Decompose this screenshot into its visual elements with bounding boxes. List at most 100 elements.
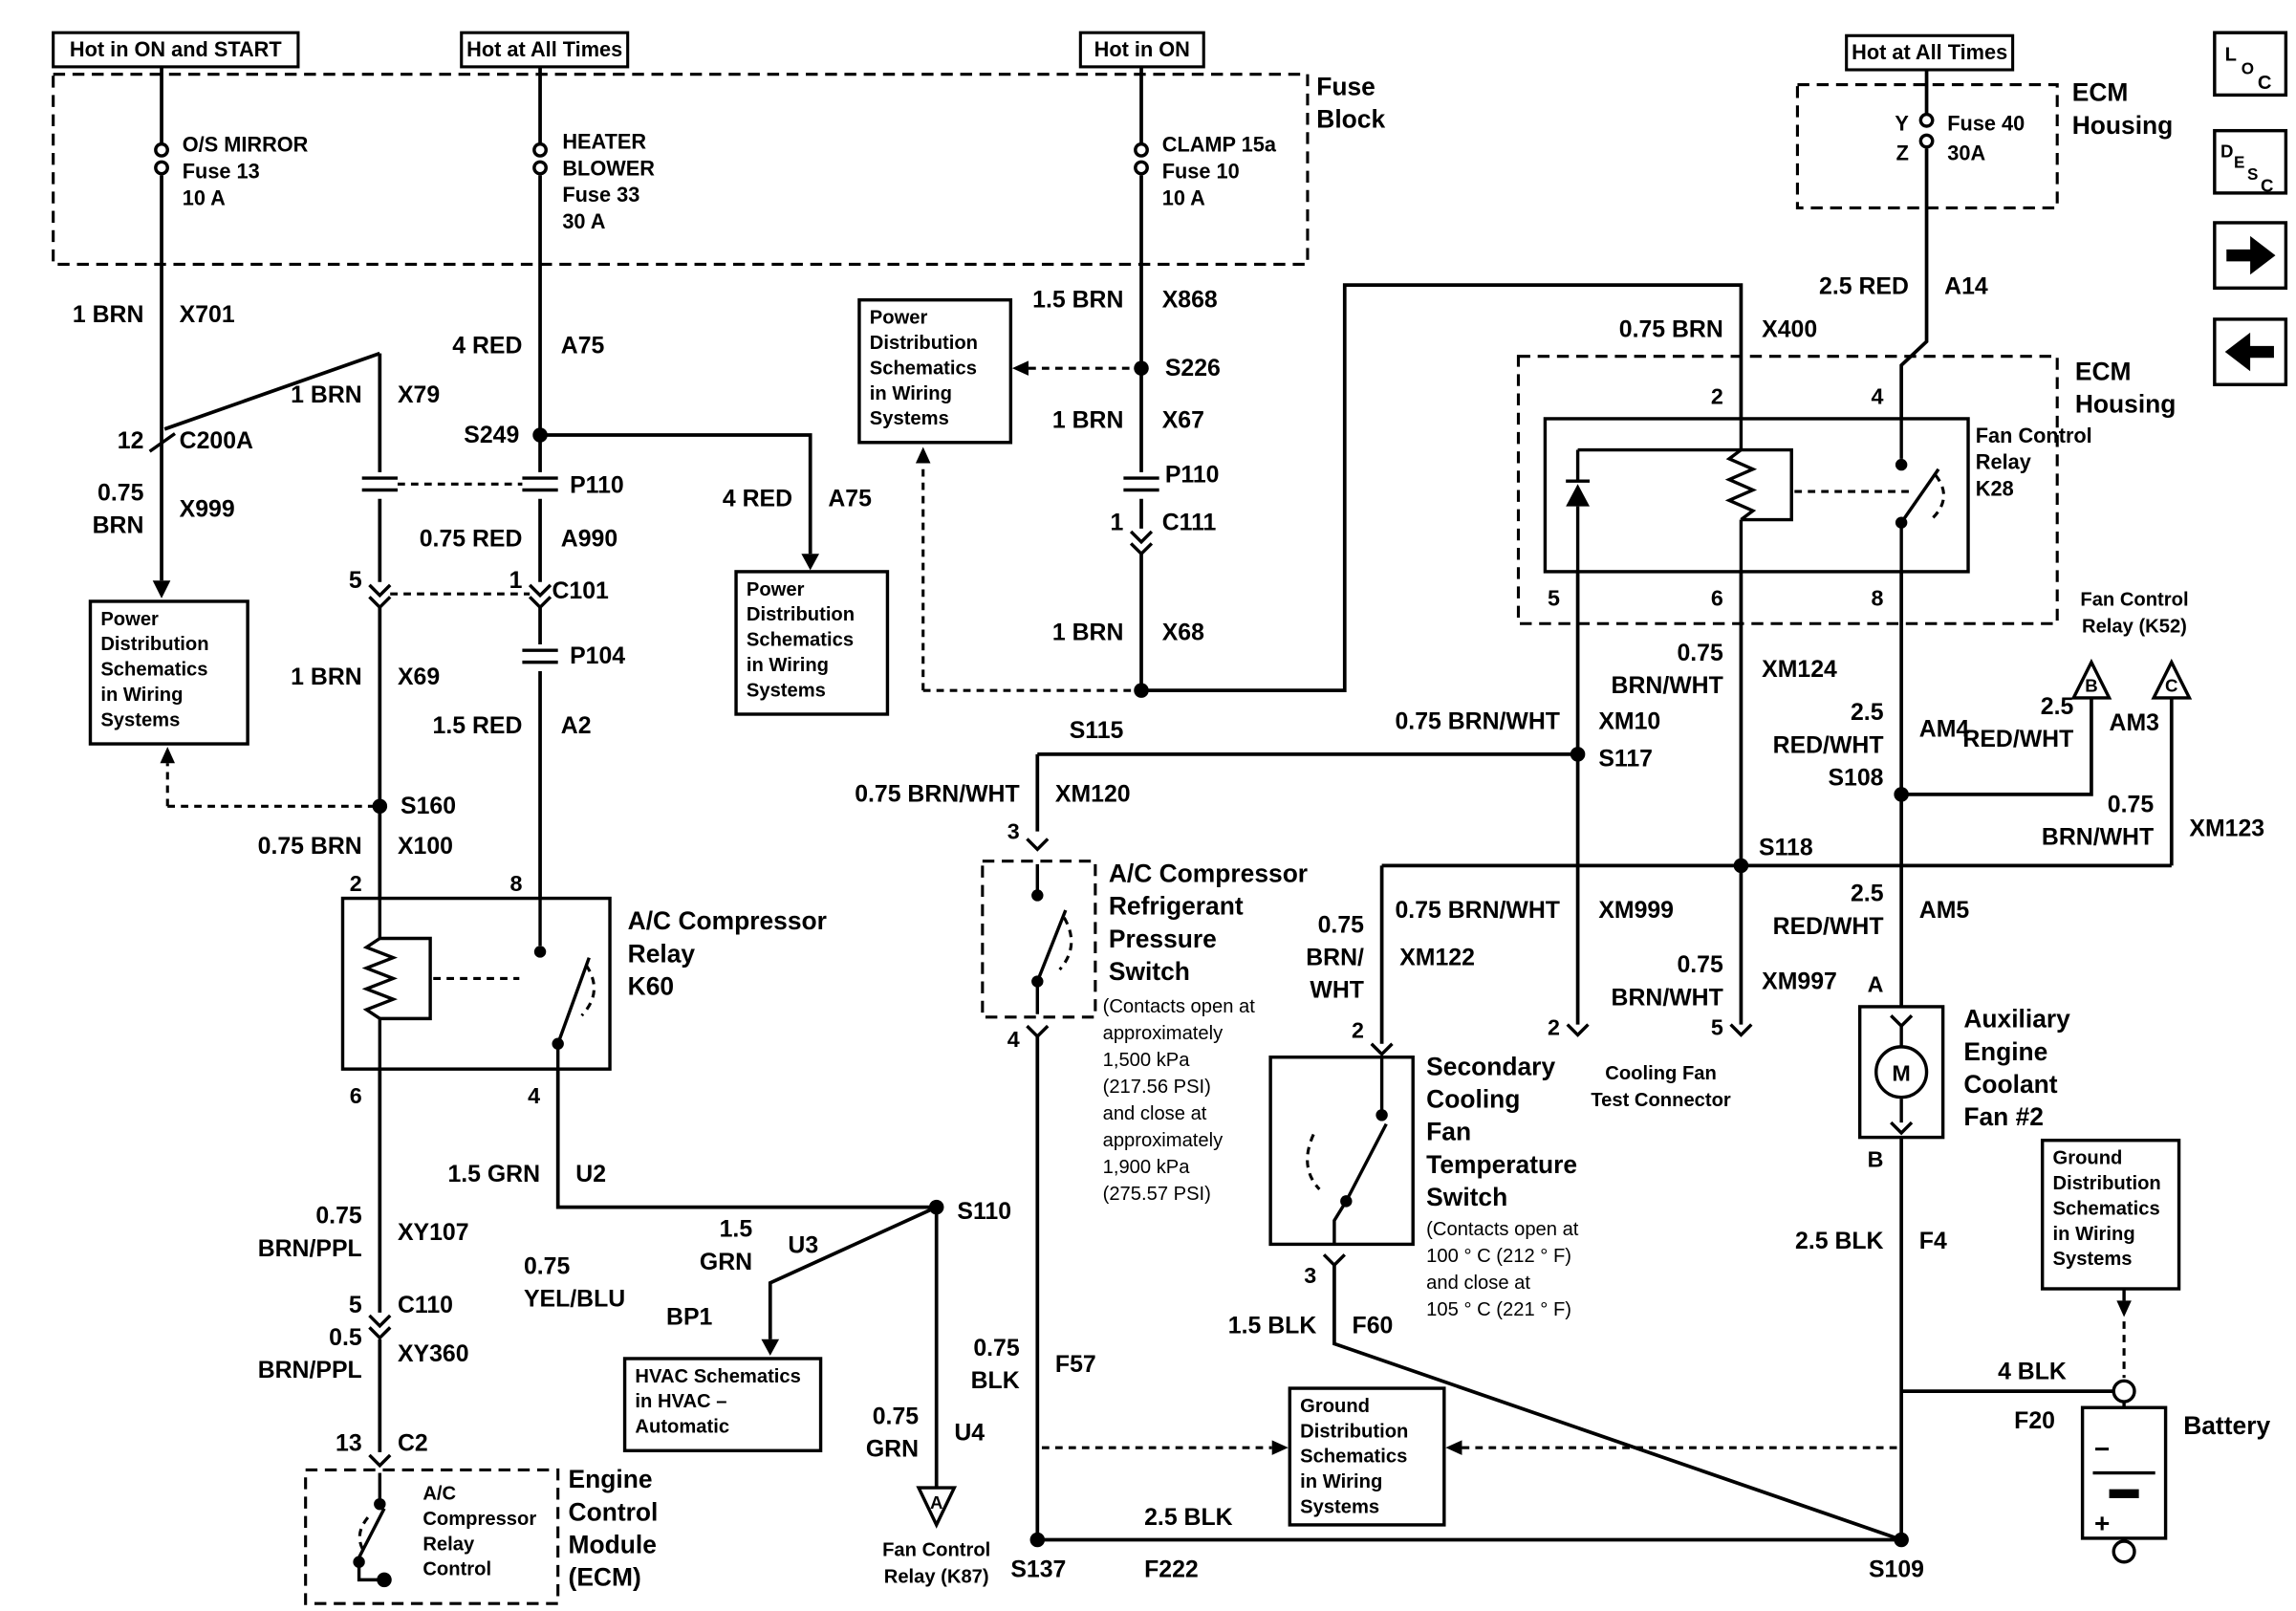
arrow-right-icon <box>2226 235 2276 275</box>
diagram-label: BRN <box>93 513 144 539</box>
diagram-label: Fan <box>1426 1118 1471 1146</box>
fuse13-icon <box>154 160 169 176</box>
diagram-label: XM123 <box>2189 816 2264 841</box>
diagram-label: Module <box>569 1530 657 1558</box>
diagram-label: 0.75 <box>873 1404 920 1429</box>
diagram-label: D <box>2220 142 2233 162</box>
diagram-label: F57 <box>1055 1352 1096 1378</box>
pressure-switch-pin4-chevron <box>1026 1024 1050 1039</box>
diagram-label: 8 <box>509 871 522 896</box>
diagram-label: Fuse 10 <box>1162 159 1240 183</box>
reference-box <box>857 297 1013 445</box>
pressure-switch <box>1031 863 1073 1014</box>
diagram-label: BRN/WHT <box>1612 673 1723 699</box>
diagram-label: 2 <box>1548 1014 1560 1039</box>
diagram-label: 0.75 <box>1677 952 1723 978</box>
diagram-label: 8 <box>1872 586 1884 611</box>
diagram-label: L <box>2225 45 2237 66</box>
diagram-label: AM4 <box>1919 716 1970 742</box>
ecm-module-outline <box>304 1468 560 1605</box>
connector-c2-chevron <box>368 1453 392 1469</box>
diagram-label: 1.5 BLK <box>1228 1314 1317 1339</box>
diagram-label: 1.5 RED <box>433 713 523 739</box>
reference-box-line: in HVAC – <box>635 1391 726 1412</box>
diagram-label: ECM <box>2075 358 2132 386</box>
reference-box-line: Systems <box>2053 1249 2133 1270</box>
temp-switch-lead-bottom <box>1332 1200 1348 1245</box>
diagram-label: (217.56 PSI) <box>1103 1077 1211 1098</box>
battery <box>2080 1379 2168 1564</box>
diagram-label: 105 ° C (221 ° F) <box>1426 1299 1571 1320</box>
diagram-label: − <box>2094 1434 2110 1464</box>
diagram-label: ECM <box>2072 78 2129 107</box>
diagram-label: approximately <box>1103 1023 1224 1044</box>
reference-box-line: Schematics <box>870 358 977 379</box>
ecm-housing-relay-outline <box>1516 355 2059 625</box>
diagram-label: X79 <box>398 382 440 408</box>
relay-k60-switch-leads <box>538 898 560 1070</box>
diagram-label: P104 <box>570 643 625 669</box>
diagram-label: 3 <box>1304 1263 1316 1288</box>
diagram-label: 0.75 RED <box>420 527 523 553</box>
diagram-label: 0.75 BRN <box>258 834 362 860</box>
diagram-label: X999 <box>180 496 235 522</box>
diagram-label: 0.75 BRN/WHT <box>1396 709 1560 735</box>
connector-c101-left-chevrons <box>368 583 392 610</box>
reference-box-line: Distribution <box>747 604 855 625</box>
ecm-driver-contact <box>374 1497 386 1511</box>
diagram-label: XM10 <box>1598 709 1660 735</box>
reference-box-line: Automatic <box>635 1417 729 1438</box>
diagram-label: 5 <box>1711 1014 1723 1039</box>
diagram-label: Relay <box>1976 450 2031 474</box>
diagram-label: 0.75 <box>1677 641 1723 666</box>
diagram-label: 30A <box>1947 142 1985 165</box>
diagram-label: C <box>2165 676 2177 696</box>
diagram-label: Relay <box>628 939 696 968</box>
diagram-label: S137 <box>1010 1557 1066 1582</box>
diagram-label: S <box>2247 165 2258 184</box>
diagram-label: 12 <box>118 428 144 454</box>
connector-p110-left-bars <box>361 476 398 492</box>
diagram-label: 1.5 GRN <box>447 1162 540 1187</box>
diagram-label: + <box>2094 1509 2110 1538</box>
diagram-label: U4 <box>954 1420 985 1446</box>
diagram-label: RED/WHT <box>1773 732 1884 758</box>
diagram-label: A14 <box>1944 273 1988 299</box>
reference-box-line: Schematics <box>100 660 207 681</box>
diagram-label: Block <box>1316 105 1385 134</box>
fuses <box>154 112 1935 176</box>
diagram-label: A2 <box>561 713 592 739</box>
temp-switch-pin2-chevron <box>1370 1042 1394 1057</box>
diagram-label: 1 BRN <box>291 382 361 408</box>
diagram-label: 10 A <box>1162 185 1205 209</box>
diagram-label: 4 <box>1872 383 1884 408</box>
test-connector-pin5-chevron <box>1729 1023 1753 1037</box>
diagram-label: 4 <box>1007 1027 1020 1052</box>
power-source-box <box>1845 33 2015 72</box>
diagram-label: A990 <box>561 527 617 553</box>
diagram-label: GRN <box>866 1436 919 1462</box>
diagram-label: K60 <box>628 972 674 1001</box>
relay-k28-diode-icon <box>1566 484 1591 507</box>
relay-k60-travel-arc <box>580 964 596 1017</box>
diagram-label: GRN <box>700 1250 752 1275</box>
connector-c110-chevrons <box>368 1314 392 1340</box>
diagram-label: XM999 <box>1598 898 1674 924</box>
relay-k28-body <box>1543 417 1970 574</box>
relay-k28-diode-branch <box>1575 447 1742 572</box>
reference-box-line: Systems <box>100 709 180 730</box>
reference-box-line: Schematics <box>1300 1447 1407 1468</box>
diagram-label: A/C Compressor <box>628 906 827 935</box>
diagram-label: Control <box>422 1559 491 1580</box>
relay-k28 <box>1543 417 1970 574</box>
diagram-label: 1 BRN <box>73 302 144 328</box>
wire-a75-branch <box>540 433 812 555</box>
diagram-label: A/C <box>422 1484 456 1505</box>
diagram-label: (Contacts open at <box>1426 1219 1579 1240</box>
reference-box-line: Systems <box>870 408 949 429</box>
diagram-label: Fan Control <box>882 1540 990 1561</box>
diagram-label: 2.5 BLK <box>1795 1229 1884 1254</box>
diagram-label: BRN/WHT <box>2042 825 2154 851</box>
